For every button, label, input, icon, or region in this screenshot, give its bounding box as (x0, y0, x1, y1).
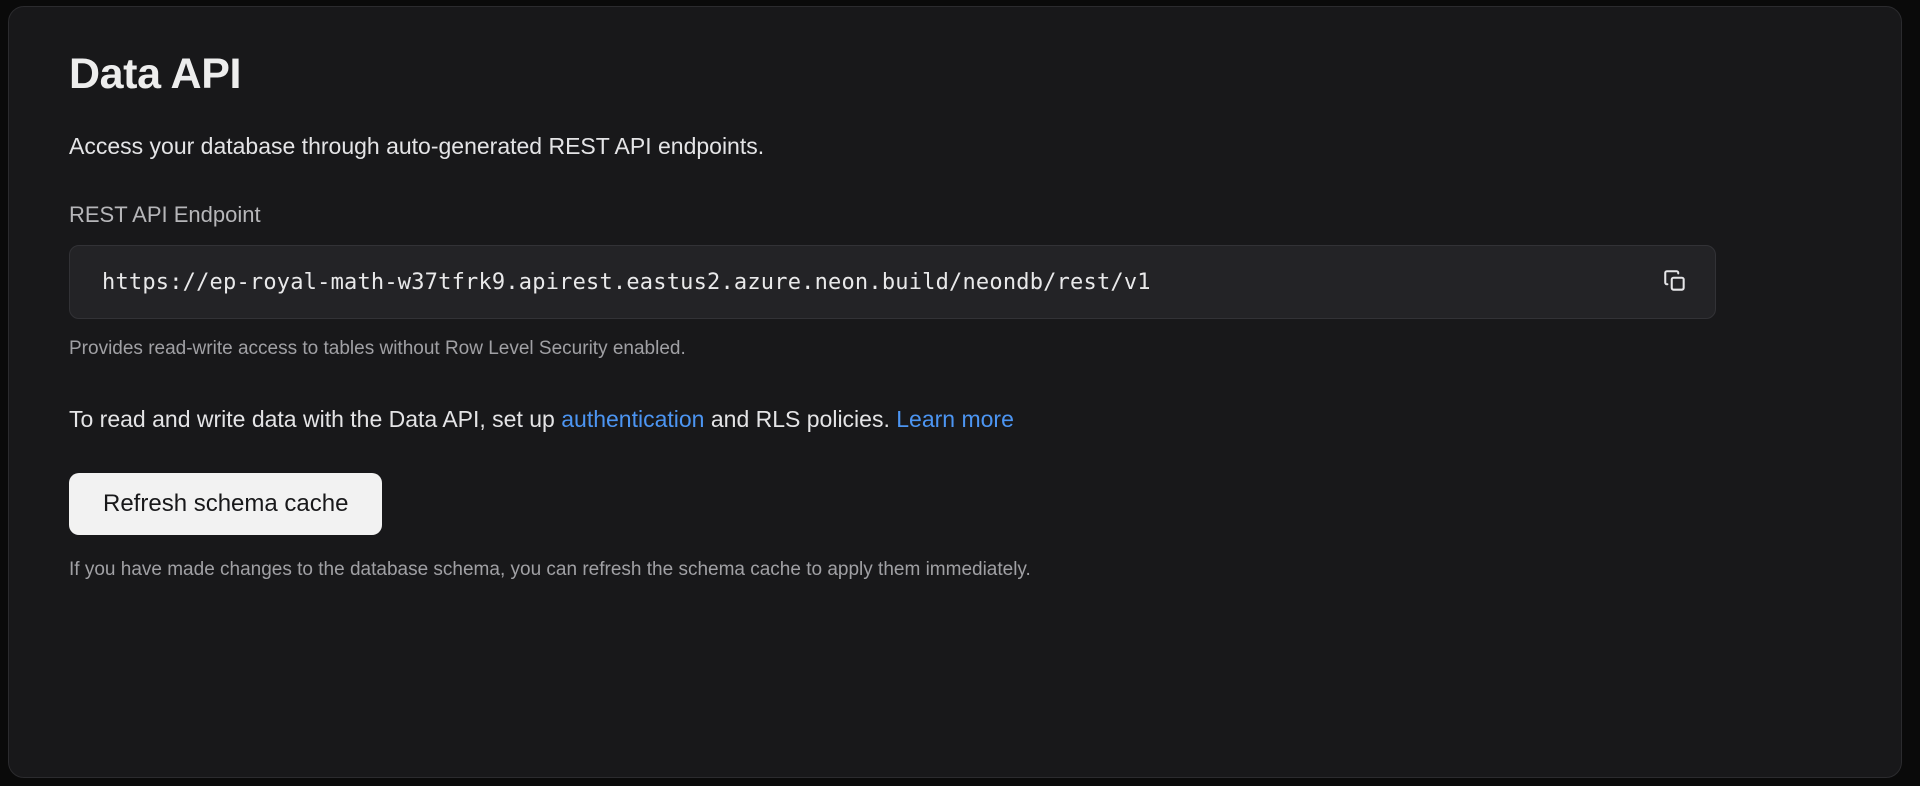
rest-api-endpoint-label: REST API Endpoint (69, 202, 261, 228)
endpoint-field-wrapper (69, 245, 1716, 320)
copy-icon (1662, 268, 1688, 297)
endpoint-help-text: Provides read-write access to tables wit… (69, 338, 686, 360)
data-api-card: Data API Access your database through au… (8, 6, 1902, 778)
page-title: Data API (69, 50, 242, 98)
refresh-schema-cache-button[interactable]: Refresh schema cache (69, 473, 383, 536)
authentication-link[interactable]: authentication (561, 406, 705, 433)
policy-text-middle: and RLS policies. (704, 406, 897, 433)
copy-endpoint-button[interactable] (1653, 260, 1697, 304)
refresh-schema-footer-note: If you have made changes to the database… (69, 559, 1031, 581)
policy-text-prefix: To read and write data with the Data API… (69, 406, 562, 433)
card-subtitle: Access your database through auto-genera… (69, 133, 765, 160)
policy-text: To read and write data with the Data API… (69, 403, 1841, 435)
endpoint-input[interactable] (102, 269, 1653, 295)
learn-more-link[interactable]: Learn more (896, 406, 1014, 433)
